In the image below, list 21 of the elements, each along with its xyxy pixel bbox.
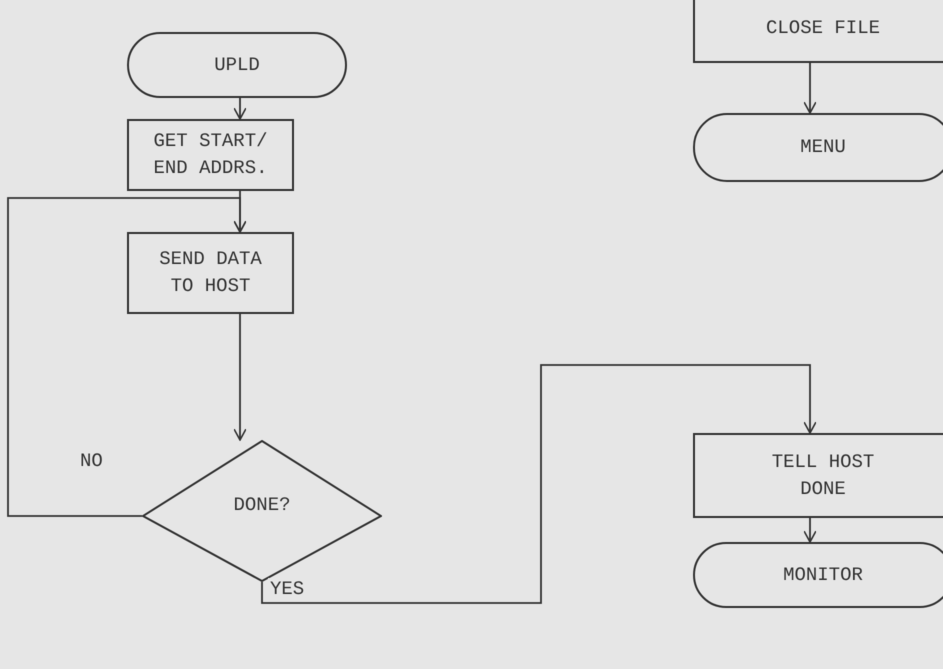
flow-arrow — [233, 98, 247, 120]
terminal-box — [693, 542, 943, 608]
process-box — [127, 232, 294, 314]
node-text: UPLD — [214, 52, 260, 78]
flow-arrow — [261, 364, 817, 604]
node-text: GET START/ END ADDRS. — [152, 129, 269, 181]
node-text: CLOSE FILE — [766, 16, 880, 42]
terminal-box — [693, 113, 943, 182]
flow-arrow — [803, 63, 817, 114]
node-text: MONITOR — [783, 562, 863, 588]
decision-diamond — [142, 440, 382, 582]
process-box — [693, 433, 943, 518]
node-text: MENU — [800, 135, 846, 160]
flow-arrow — [233, 314, 247, 441]
process-box — [127, 119, 294, 191]
node-text: TELL HOST DONE — [770, 450, 876, 502]
node-text: DONE? — [233, 492, 290, 518]
flow-arrow — [803, 518, 817, 543]
node-text: SEND DATA TO HOST — [158, 247, 263, 299]
process-box — [693, 0, 943, 63]
flow-arrow — [7, 197, 247, 517]
